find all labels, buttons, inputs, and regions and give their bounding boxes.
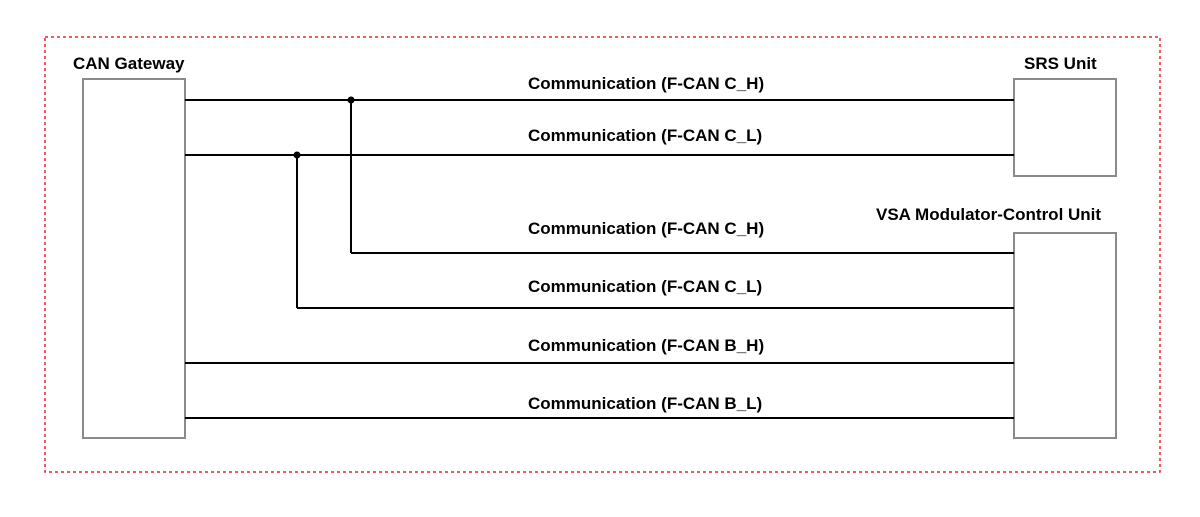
srs-unit-box xyxy=(1013,78,1117,177)
wire-label: Communication (F-CAN B_L) xyxy=(528,394,762,413)
wire-label: Communication (F-CAN C_L) xyxy=(528,126,762,145)
diagram-frame xyxy=(44,36,1161,473)
vsa-unit-label: VSA Modulator-Control Unit xyxy=(876,205,1101,224)
wire-label: Communication (F-CAN C_H) xyxy=(528,74,764,93)
can-gateway-box xyxy=(82,78,186,439)
wire-label: Communication (F-CAN C_L) xyxy=(528,277,762,296)
junction-dot-c-h xyxy=(347,96,355,104)
wire-label: Communication (F-CAN B_H) xyxy=(528,336,764,355)
can-gateway-label: CAN Gateway xyxy=(73,54,185,73)
vsa-unit-box xyxy=(1013,232,1117,439)
junction-dot-c-l xyxy=(293,151,301,159)
srs-unit-label: SRS Unit xyxy=(1024,54,1097,73)
wire-label: Communication (F-CAN C_H) xyxy=(528,219,764,238)
